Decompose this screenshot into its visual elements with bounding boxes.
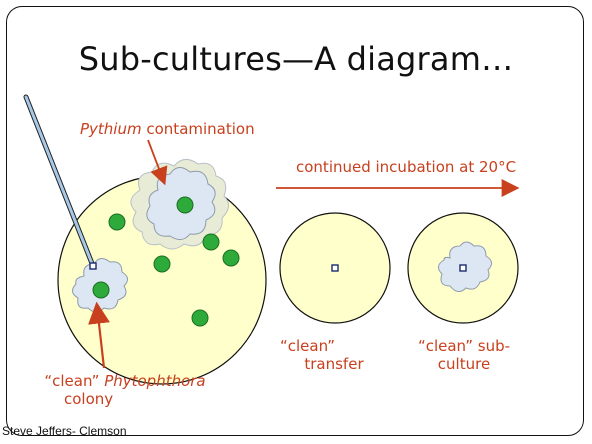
green-colony-dot bbox=[192, 310, 208, 326]
clean-subculture-line2: culture bbox=[412, 355, 516, 373]
clean-subculture-line1: “clean” sub- bbox=[412, 337, 516, 355]
clean-transfer-label: “clean” transfer bbox=[278, 337, 390, 373]
pythium-contamination-label: Pythium contamination bbox=[80, 120, 255, 138]
subculture-agar-plug bbox=[460, 265, 466, 271]
clean-phytophthora-line1: “clean” Phytophthora bbox=[40, 372, 210, 390]
slide-credit: Steve Jeffers- Clemson bbox=[2, 424, 127, 438]
green-colony-dot bbox=[154, 256, 170, 272]
pythium-genus-text: Pythium bbox=[80, 120, 142, 138]
green-colony-dot bbox=[203, 234, 219, 250]
clean-transfer-line1: “clean” bbox=[278, 337, 390, 355]
contamination-text: contamination bbox=[142, 120, 255, 138]
green-colony-dot bbox=[93, 282, 109, 298]
phytophthora-genus-text: Phytophthora bbox=[104, 372, 205, 390]
green-colony-dot bbox=[177, 197, 193, 213]
green-colony-dot bbox=[223, 250, 239, 266]
colony-text: colony bbox=[40, 390, 210, 408]
clean-phytophthora-label: “clean” Phytophthora colony bbox=[40, 372, 210, 408]
clean-subculture-label: “clean” sub- culture bbox=[412, 337, 516, 373]
incubation-label: continued incubation at 20°C bbox=[296, 158, 516, 176]
clean-prefix-text: “clean” bbox=[44, 372, 104, 390]
green-colony-dot bbox=[109, 214, 125, 230]
agar-plug bbox=[332, 265, 338, 271]
clean-transfer-line2: transfer bbox=[278, 355, 390, 373]
